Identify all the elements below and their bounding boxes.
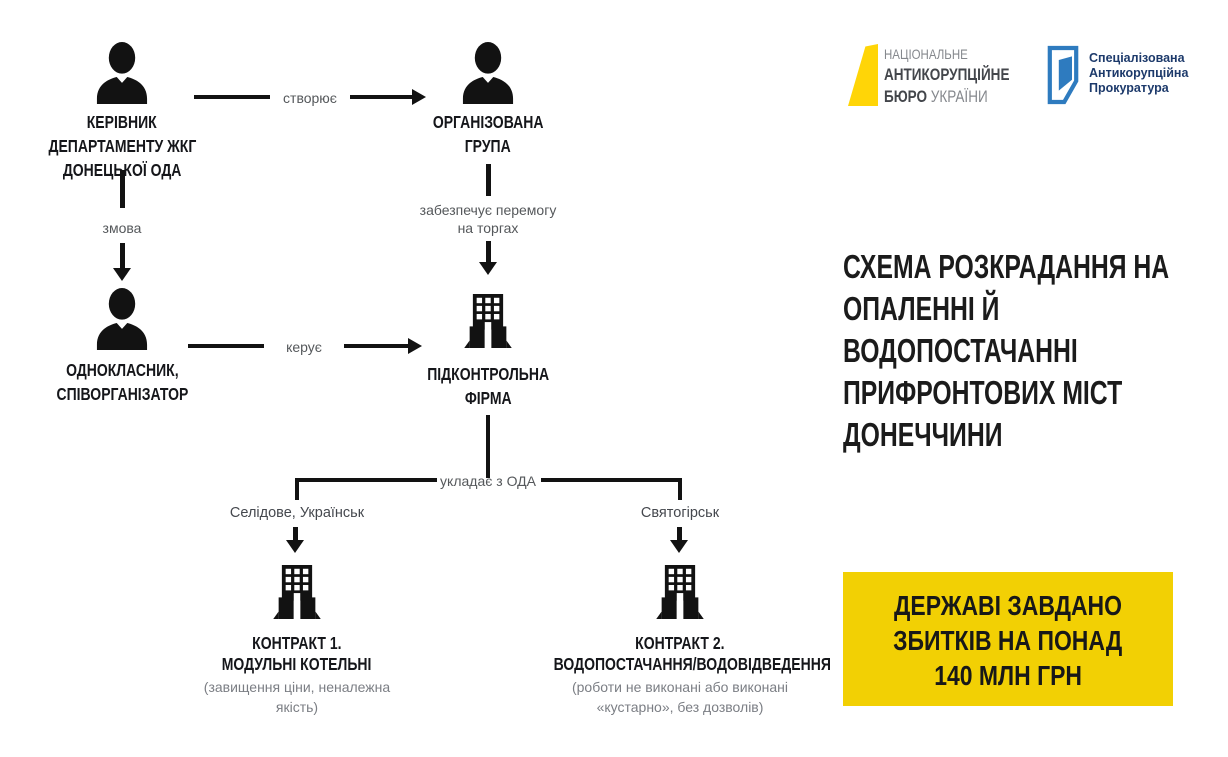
edge-label-manages: керує <box>286 339 322 355</box>
building-icon <box>273 565 321 619</box>
damage-line1: ДЕРЖАВІ ЗАВДАНО <box>894 590 1122 621</box>
title-line: ОПАЛЕННІ Й <box>843 290 1000 327</box>
edge-line <box>120 170 125 208</box>
node-label-contract2: КОНТРАКТ 2. ВОДОПОСТАЧАННЯ/ВОДОВІДВЕДЕНН… <box>553 633 831 674</box>
edge-line <box>486 415 490 478</box>
sap-logo-line1: Спеціалізована <box>1089 51 1185 65</box>
nabu-logo-text: НАЦІОНАЛЬНЕ АНТИКОРУПЦІЙНЕ БЮРО УКРАЇНИ <box>884 45 1037 108</box>
edge-line <box>541 478 682 482</box>
person-icon <box>96 288 148 350</box>
edge-label-ensures-win: забезпечує перемогу на торгах <box>419 202 557 236</box>
sap-logo-line3: Прокуратура <box>1089 81 1169 95</box>
edge-label-collusion: змова <box>102 220 142 236</box>
arrowhead-down-icon <box>113 268 131 281</box>
arrowhead-right-icon <box>408 338 422 354</box>
edge-line <box>295 478 299 500</box>
arrowhead-down-icon <box>286 540 304 553</box>
edge-line <box>194 95 270 99</box>
edge-label-creates: створює <box>283 90 337 106</box>
damage-amount-banner: ДЕРЖАВІ ЗАВДАНО ЗБИТКІВ НА ПОНАД 140 МЛН… <box>843 572 1173 706</box>
nabu-logo-mark-icon <box>848 44 878 106</box>
person-icon <box>462 42 514 104</box>
edge-line <box>295 478 437 482</box>
edge-line <box>188 344 264 348</box>
edge-label-cities1: Селідове, Українськ <box>229 505 365 521</box>
edge-line <box>120 243 125 268</box>
nabu-logo-line2: АНТИКОРУПЦІЙНЕ <box>884 66 1010 84</box>
damage-line2: ЗБИТКІВ НА ПОНАД <box>893 625 1123 656</box>
edge-line <box>486 164 491 196</box>
edge-line <box>344 344 408 348</box>
node-label-controlled-firm: ПІДКОНТРОЛЬНА ФІРМА <box>427 364 549 408</box>
node-label-organized-group: ОРГАНІЗОВАНА ГРУПА <box>432 112 544 156</box>
edge-line <box>486 241 491 262</box>
damage-line3: 140 МЛН ГРН <box>934 660 1082 691</box>
arrowhead-right-icon <box>412 89 426 105</box>
edge-line <box>677 527 682 540</box>
nabu-logo-line1: НАЦІОНАЛЬНЕ <box>884 46 968 62</box>
arrowhead-down-icon <box>670 540 688 553</box>
edge-label-cities2: Святогірськ <box>640 505 720 521</box>
building-icon <box>464 294 512 348</box>
sap-logo-text: Спеціалізована Антикорупційна Прокуратур… <box>1089 51 1188 96</box>
edge-line <box>293 527 298 540</box>
title-line: ВОДОПОСТАЧАННІ <box>843 332 1078 369</box>
page-title: СХЕМА РОЗКРАДАННЯ НА ОПАЛЕННІ Й ВОДОПОСТ… <box>843 246 1203 456</box>
node-label-classmate: ОДНОКЛАСНИК, СПІВОРГАНІЗАТОР <box>56 360 188 404</box>
person-icon <box>96 42 148 104</box>
node-label-contract1: КОНТРАКТ 1. МОДУЛЬНІ КОТЕЛЬНІ <box>222 633 372 674</box>
edge-line <box>350 95 412 99</box>
arrowhead-down-icon <box>479 262 497 275</box>
edge-line <box>678 478 682 500</box>
building-icon <box>656 565 704 619</box>
edge-label-concludes: укладає з ОДА <box>440 473 536 489</box>
sap-logo-mark-icon <box>1047 45 1079 105</box>
title-line: СХЕМА РОЗКРАДАННЯ НА <box>843 248 1170 285</box>
nabu-logo-line3: БЮРО УКРАЇНИ <box>884 88 988 106</box>
title-line: ПРИФРОНТОВИХ МІСТ <box>843 374 1123 411</box>
title-line: ДОНЕЧЧИНИ <box>843 416 1003 453</box>
node-note-contract2: (роботи не виконані або виконані «кустар… <box>571 679 788 715</box>
node-note-contract1: (завищення ціни, неналежна якість) <box>203 679 391 715</box>
node-label-zhkg-head: КЕРІВНИК ДЕПАРТАМЕНТУ ЖКГ ДОНЕЦЬКОЇ ОДА <box>48 112 196 180</box>
sap-logo-line2: Антикорупційна <box>1089 66 1189 80</box>
